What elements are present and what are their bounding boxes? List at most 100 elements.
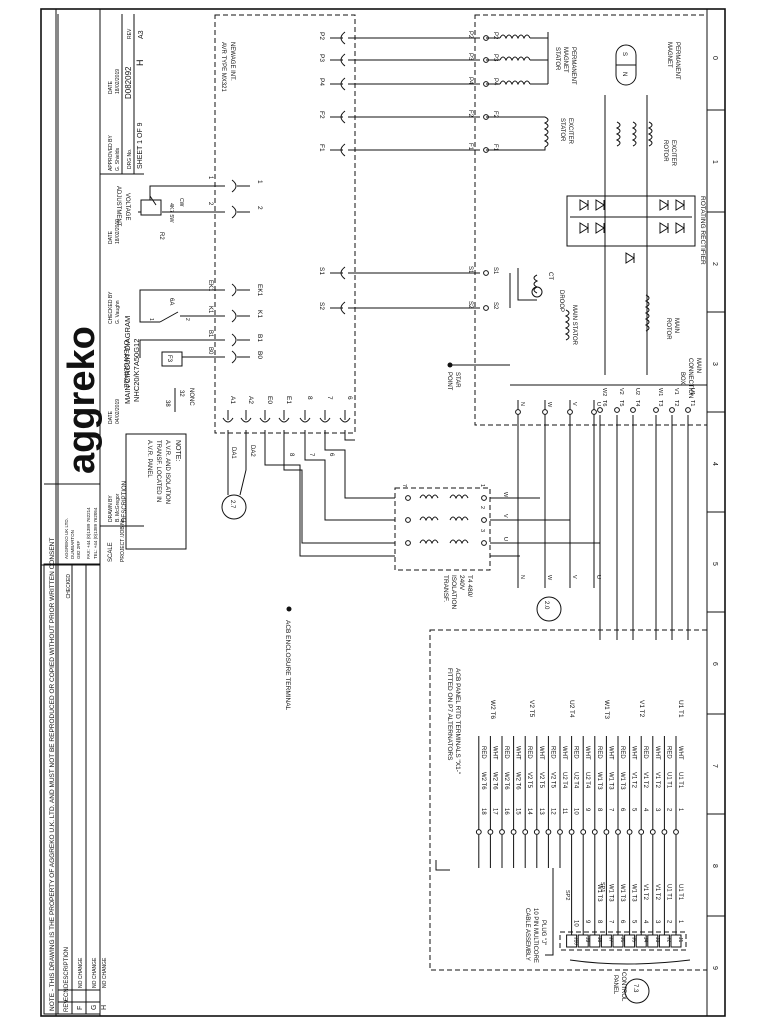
iso-secondary-coil [449,494,469,500]
phase-label-w: W [546,402,552,408]
droop-ct-coil [533,274,539,294]
scale-caption: SCALE [108,542,114,562]
acb-terminal [545,829,552,835]
phase-terminal [567,409,573,415]
acb-row-colour: WHT [677,746,683,760]
acb-terminal [661,829,668,835]
stator-wire-label-p4: P4 [467,77,473,85]
conn-box-term-u1: U1 [689,388,695,395]
note-line-1: NOTE: [174,440,181,461]
plug-pin-label: J3 [654,937,660,943]
drawn-caption: DRAWN BY [108,495,114,522]
drg-number: D082092 [124,66,133,99]
avr-left-clip [231,350,237,364]
stator-terminal-label-p4: P4 [492,78,498,86]
exciter-stator-coil [543,116,549,148]
avr-terminal-f1: F1 [318,144,325,152]
plug-pin [635,934,647,948]
avr-wire-label-1: 1 [207,176,213,180]
acb-row-colour: RED [596,746,602,759]
avr-left-clip [231,205,237,219]
iso-term: 3 [479,529,485,532]
avr-terminal-s1: S1 [318,267,325,275]
plug-row-number: 7 [607,920,613,924]
plug-row-terminal: V1 T2 [642,884,648,901]
conn-box-term-t2: T2 [673,400,679,406]
stator-terminal-s1 [483,270,489,276]
avr-terminal-2: 2 [256,206,263,210]
acb-row-terminal: U2 T4 [561,772,567,789]
breaker-n1: 1 [148,318,154,321]
avr-bottom-clip [319,417,331,423]
approved-caption: APPROVED BY [108,134,114,171]
iso-primary-coil [419,539,439,545]
rotating-rectifier [566,195,696,247]
alternator-outline [474,14,708,426]
avr-output-wiring: DA1 DA2 8 7 6 [227,430,395,557]
ct-label: CT [547,272,553,280]
stator-wire-label-p3: P3 [467,53,473,61]
conn-box-term-w2: W2 [601,388,607,396]
acb-group-label: W2 T6 [489,700,496,719]
overvoltage-circuit: F3 6A 1 2 OVERVOLTAGE NONC 32 38 [122,289,225,412]
pot-cw: CW [178,198,184,207]
conn-box-terminal [597,407,603,413]
acb-row-terminal: V2 T5 [526,772,532,789]
drg-caption: DRG No. [127,149,133,169]
nonc-label: NONC [188,388,194,406]
conn-box-label-3: BOX [679,372,685,385]
company-fax: FAX: +44 (0)1389 762214 [86,507,91,559]
droop-label: DROOP [558,290,564,312]
grid-col-0: 0 [711,56,718,60]
acb-row-number: 11 [561,808,567,815]
plug-row-terminal: U1 T1 [677,884,683,901]
acb-terminal [499,829,505,835]
voltage-adj-label-1: VOLTAGE [124,193,130,220]
avr-label-1: NEWAGE INT. [229,42,235,81]
acb-row-terminal: W1 T3 [607,772,613,790]
current-transformer [531,286,543,298]
stator-terminal-label-f1: F1 [492,144,498,152]
iso-secondary-coil [449,516,469,522]
avr-bottom-clip [278,417,290,423]
acb-row-terminal: W2 T6 [491,772,497,790]
ref-circle-73 [624,978,650,1004]
main-rotor-label-1: MAIN [673,318,679,333]
rectifier-diode [579,222,589,234]
phase-label-n: N [519,402,525,406]
drawn-date-caption: DATE [108,410,114,424]
acb-terminal [533,829,540,835]
note-line-3: TRANSF. LOCATED IN [155,440,161,502]
conn-box-term-v1: V1 [673,388,679,395]
voltage-adj-label-2: ADJUSTMENT [115,186,121,227]
rev-value: H [135,60,145,67]
stator-terminal-label-f2: F2 [492,111,498,119]
avr-terminal-1: 1 [256,180,263,184]
acb-group-label: U2 T4 [568,700,575,718]
acb-terminal [510,829,517,835]
acb-row-number: 15 [515,808,521,815]
plug-row-number: 10 [573,920,579,927]
star-point-label-2: POINT [446,372,452,391]
acb-row-terminal: W1 T3 [619,772,625,790]
grid-col-4: 4 [711,462,718,466]
acb-row-colour: WHT [631,746,637,760]
wire-7: 7 [308,453,314,457]
checked-by: G. Vaughn [115,300,121,324]
avr-wire-label-k1: K1 [207,306,213,314]
acb-terminal [649,829,656,835]
avr-terminal-s2: S2 [318,302,325,310]
diagram-subtitle: NHC20/K7A50G12 [132,339,141,402]
rectifier-diode [675,222,685,234]
acb-row-colour: RED [503,746,509,759]
avr-terminal-7: 7 [326,396,333,400]
pm-label-1: PERMANENT [674,42,680,80]
ref-20-label: 2.0 [543,601,549,610]
acb-terminal [487,829,494,835]
voltage-pot [140,199,162,216]
avr-terminal-e1: E1 [285,396,292,404]
iso-primary-terminal [405,540,411,546]
